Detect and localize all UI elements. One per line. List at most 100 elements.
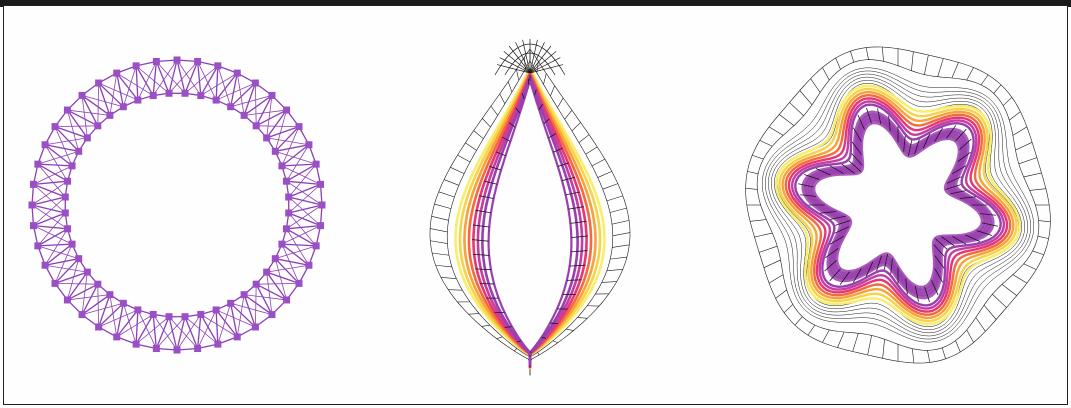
fold-grid-line bbox=[911, 52, 913, 71]
ring-edge bbox=[256, 283, 299, 284]
teardrop-grid-line bbox=[441, 277, 456, 278]
teardrop-contour bbox=[469, 74, 591, 369]
ring-edge bbox=[98, 284, 99, 327]
teardrop-grid-line bbox=[432, 253, 449, 255]
teardrop-grid-line bbox=[592, 159, 605, 166]
mesh-node bbox=[166, 90, 173, 97]
mesh-node bbox=[234, 70, 241, 77]
ring-edge bbox=[136, 66, 138, 100]
teardrop-grid-line bbox=[516, 69, 518, 80]
ring-edge bbox=[201, 314, 218, 344]
ring-edge bbox=[98, 83, 99, 126]
fold-grid-line bbox=[795, 317, 802, 326]
fold-grid-line bbox=[992, 294, 1006, 307]
mesh-node bbox=[133, 341, 140, 348]
ring-edge bbox=[286, 164, 316, 181]
teardrop-grid-line bbox=[497, 337, 503, 339]
mesh-node bbox=[295, 123, 302, 130]
mesh-node bbox=[213, 97, 220, 104]
mesh-node bbox=[194, 345, 201, 352]
fold-grid-line bbox=[1003, 97, 1012, 105]
teardrop-grid-line bbox=[436, 265, 452, 267]
fold-purple-contour bbox=[813, 122, 983, 289]
mesh-node bbox=[75, 148, 82, 155]
mesh-node bbox=[69, 241, 76, 248]
mesh-node bbox=[313, 242, 320, 249]
fold-grid-line bbox=[868, 335, 872, 355]
mesh-node bbox=[69, 162, 76, 169]
fold-grid-line bbox=[1015, 142, 1032, 150]
teardrop-grid-line bbox=[586, 147, 598, 154]
ring-edge bbox=[117, 73, 153, 95]
fold-grid-line bbox=[981, 75, 988, 85]
teardrop-grid-line bbox=[500, 94, 505, 104]
ring-edge bbox=[117, 314, 153, 336]
ring-edge bbox=[38, 164, 68, 181]
mesh-node bbox=[120, 300, 127, 307]
mesh-node bbox=[42, 262, 49, 269]
mesh-node bbox=[95, 323, 102, 330]
mesh-node bbox=[181, 313, 188, 320]
fold-grid-line bbox=[746, 188, 758, 189]
ring-edge bbox=[286, 229, 316, 246]
mesh-node bbox=[94, 281, 101, 288]
teardrop-grid-line bbox=[566, 329, 574, 330]
fold-grid-line bbox=[952, 62, 959, 78]
ring-edge bbox=[275, 246, 316, 259]
mesh-node bbox=[52, 123, 59, 130]
mesh-node bbox=[113, 70, 120, 77]
fold-grid-line bbox=[976, 317, 986, 331]
mesh-node bbox=[94, 122, 101, 129]
fold-grid-line bbox=[1019, 158, 1037, 164]
mesh-node bbox=[120, 103, 127, 110]
ring-edge bbox=[136, 310, 138, 344]
fold-grid-line bbox=[1013, 127, 1027, 135]
mesh-node bbox=[253, 122, 260, 129]
fold-grid-line bbox=[1024, 264, 1037, 270]
mesh-node bbox=[263, 269, 270, 276]
ring-edge bbox=[216, 66, 218, 100]
fold-grid-line bbox=[800, 91, 812, 105]
mesh-node bbox=[106, 112, 113, 119]
mesh-node bbox=[64, 178, 71, 185]
teardrop-grid-line bbox=[543, 73, 546, 84]
fold-grid-line bbox=[776, 290, 787, 298]
mesh-node bbox=[283, 296, 290, 303]
ring-edge bbox=[45, 145, 67, 181]
fold-grid-line bbox=[1030, 189, 1046, 191]
mesh-node bbox=[283, 107, 290, 114]
teardrop-grid-line bbox=[450, 167, 464, 173]
fold-grid-line bbox=[808, 325, 815, 335]
ring-edge bbox=[256, 126, 299, 127]
ring-mesh-nodes bbox=[29, 57, 326, 354]
mesh-node bbox=[150, 92, 157, 99]
mesh-node bbox=[272, 255, 279, 262]
mesh-node bbox=[213, 306, 220, 313]
mesh-node bbox=[234, 333, 241, 340]
mesh-node bbox=[272, 148, 279, 155]
ring-edge bbox=[45, 229, 67, 265]
mesh-node bbox=[197, 92, 204, 99]
ring-edge bbox=[38, 244, 72, 246]
mesh-node bbox=[252, 80, 259, 87]
teardrop-contour bbox=[456, 69, 605, 369]
fold-grid-line bbox=[883, 339, 885, 358]
teardrop-colored-contours bbox=[456, 69, 605, 369]
mesh-node bbox=[64, 296, 71, 303]
teardrop-grid-line bbox=[482, 118, 490, 127]
teardrop-grid-line bbox=[607, 269, 623, 270]
fold-grid-line bbox=[836, 58, 841, 69]
teardrop-top-fan bbox=[495, 39, 565, 75]
mesh-node bbox=[134, 97, 141, 104]
mesh-node bbox=[30, 181, 37, 188]
mesh-node bbox=[305, 141, 312, 148]
mesh-node bbox=[319, 202, 326, 209]
mesh-node bbox=[194, 58, 201, 65]
fold-grid-line bbox=[1013, 275, 1027, 283]
fold-grid-line bbox=[927, 350, 929, 362]
teardrop-rung bbox=[479, 196, 494, 199]
mesh-node bbox=[30, 222, 37, 229]
ring-edge bbox=[123, 66, 136, 107]
fold-grid-line bbox=[838, 332, 845, 348]
mesh-node bbox=[64, 225, 71, 232]
